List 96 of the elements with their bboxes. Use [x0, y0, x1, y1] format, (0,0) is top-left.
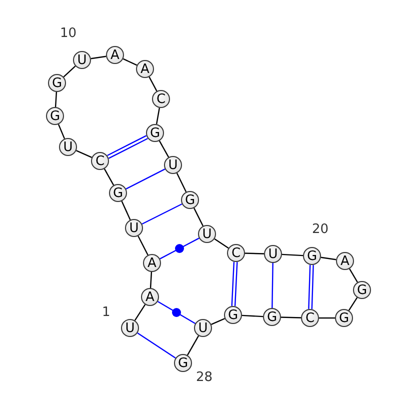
nucleotide-circle: [263, 308, 281, 326]
base-letter: G: [112, 186, 124, 200]
nucleotide-circle: [73, 51, 91, 69]
backbone-line: [148, 76, 158, 92]
base-letter: U: [63, 140, 73, 154]
base-pair-line: [137, 332, 176, 359]
base-letter: U: [268, 248, 278, 260]
nucleotide-circle: [152, 90, 170, 108]
nucleotide-circle: [141, 288, 159, 306]
base-letter: A: [148, 256, 156, 270]
nucleotide-circle: [106, 46, 124, 64]
nucleotide-circle: [109, 184, 127, 202]
nucleotide-circle: [125, 219, 143, 237]
base-letter: U: [125, 322, 135, 334]
base-letter: A: [340, 254, 350, 268]
position-number: 1: [102, 306, 110, 320]
nucleotide-circle: [303, 247, 321, 265]
nucleotide-circle: [227, 244, 245, 262]
base-letter: U: [202, 228, 212, 240]
nucleotide-circle: [353, 281, 371, 299]
base-pair-line: [142, 203, 182, 225]
nucleotide-circle: [48, 74, 66, 92]
base-letter: C: [231, 246, 241, 260]
backbone-line: [349, 268, 358, 283]
backbone-line: [156, 108, 160, 124]
base-letter: G: [306, 250, 318, 262]
base-pair-line: [126, 168, 166, 190]
nucleotide-circle: [143, 254, 161, 272]
nucleotide-circle: [164, 156, 182, 174]
backbone-line: [282, 254, 304, 256]
backbone-line: [244, 252, 264, 254]
base-pair-line: [157, 301, 196, 324]
nucleotide-circle: [336, 252, 354, 270]
base-letter: G: [150, 126, 160, 140]
base-letter: A: [146, 290, 154, 304]
nucleotide-circle: [46, 107, 64, 125]
base-pair-line: [160, 238, 200, 260]
nucleotide-circle: [91, 152, 109, 170]
nucleotide-circle: [301, 309, 319, 327]
nucleotide-circle: [335, 309, 353, 327]
backbone-line: [90, 56, 106, 60]
base-letter: G: [50, 110, 60, 122]
backbone-line: [186, 336, 200, 356]
base-letter: U: [77, 54, 87, 66]
backbone-line: [176, 172, 187, 192]
base-letter: G: [178, 356, 188, 370]
base-letter: C: [305, 312, 315, 324]
backbone-line: [63, 66, 76, 78]
backbone-line: [158, 140, 170, 158]
backbone-line: [211, 318, 225, 325]
base-pair-line: [106, 135, 148, 159]
nucleotide-circle: [146, 124, 164, 142]
base-pair-line: [272, 263, 274, 308]
base-letter: G: [338, 312, 350, 324]
base-letter: U: [129, 222, 139, 234]
backbone-line: [58, 124, 66, 139]
backbone-line: [280, 316, 302, 318]
nucleotide-circle: [181, 191, 199, 209]
backbone-line: [134, 304, 146, 321]
base-letter: G: [228, 308, 238, 322]
backbone-line: [319, 317, 335, 319]
backbone-line: [242, 314, 264, 318]
backbone-line: [122, 58, 138, 66]
backbone-line: [150, 272, 152, 288]
nucleotide-circle: [198, 225, 216, 243]
nucleotide-circle: [121, 319, 139, 337]
backbone-line: [76, 150, 92, 158]
position-number: 28: [196, 371, 213, 385]
backbone-line: [320, 256, 336, 260]
nucleotide-circle: [194, 319, 212, 337]
backbone-line: [348, 297, 358, 311]
base-letter: G: [52, 76, 62, 90]
nucleotide-circle: [59, 138, 77, 156]
backbone-line: [104, 168, 114, 186]
backbone-line: [121, 200, 131, 220]
base-letter: G: [184, 194, 196, 206]
position-number: 10: [60, 27, 77, 41]
base-letter: A: [110, 48, 120, 62]
nucleotide-circle: [264, 245, 282, 263]
base-letter: U: [168, 158, 178, 172]
base-letter: A: [140, 62, 150, 76]
backbone-line: [54, 92, 58, 108]
backbone-line: [193, 208, 204, 226]
position-number: 20: [312, 223, 329, 237]
base-letter: G: [266, 310, 278, 324]
base-letter: G: [356, 284, 368, 296]
nucleotide-circle: [224, 306, 242, 324]
base-letter: U: [198, 322, 208, 334]
base-pair-line: [231, 261, 238, 307]
backbone-line: [138, 236, 148, 256]
nucleotide-circle: [174, 354, 192, 372]
base-letter: C: [95, 154, 105, 168]
backbone-line: [214, 238, 229, 249]
base-letter: C: [156, 92, 166, 106]
nucleotide-circle: [136, 60, 154, 78]
base-pair-line: [308, 264, 314, 310]
